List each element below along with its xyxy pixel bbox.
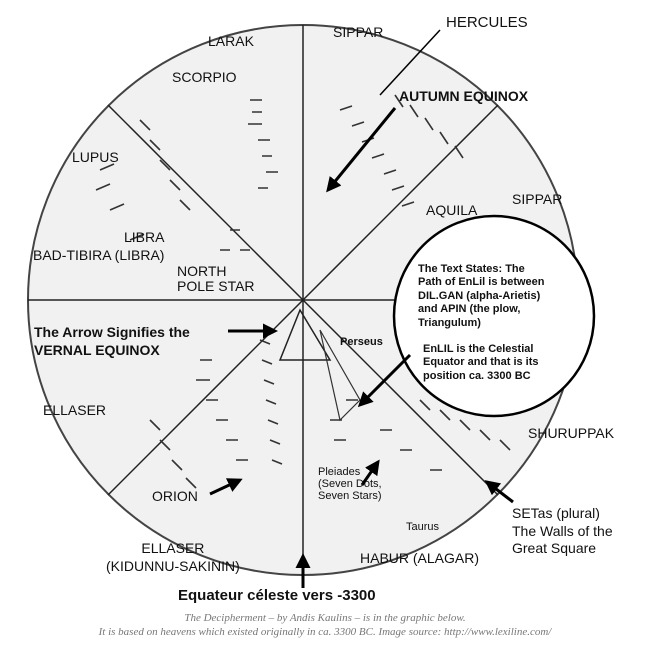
label-habur: HABUR (ALAGAR) bbox=[360, 550, 480, 566]
callout-text-states: The Text States: The Path of EnLil is be… bbox=[418, 263, 545, 329]
label-north-pole-star: NORTH POLE STAR bbox=[177, 263, 255, 295]
label-equateur: Equateur céleste vers -3300 bbox=[178, 587, 376, 604]
perseus-shape bbox=[319, 329, 361, 422]
label-hercules: HERCULES bbox=[446, 14, 528, 31]
label-lupus: LUPUS bbox=[72, 149, 119, 165]
annotation-arrows bbox=[209, 107, 514, 588]
label-shuruppak: SHURUPPAK bbox=[528, 425, 615, 441]
label-larak: LARAK bbox=[208, 33, 254, 49]
label-orion: ORION bbox=[152, 488, 198, 504]
caption: The Decipherment – by Andis Kaulins – is… bbox=[0, 611, 650, 640]
label-sippar-top: SIPPAR bbox=[333, 24, 384, 40]
label-aquila: AQUILA bbox=[426, 202, 478, 218]
label-ellaser-left: ELLASER bbox=[43, 402, 107, 418]
callout-enlil: EnLIL is the Celestial Equator and that … bbox=[423, 343, 539, 382]
label-pleiades: Pleiades (Seven Dots, Seven Stars) bbox=[318, 466, 382, 503]
hercules-pointer bbox=[379, 29, 441, 96]
callout-circle bbox=[392, 214, 596, 418]
label-sippar-right: SIPPAR bbox=[512, 191, 563, 207]
label-scorpio: SCORPIO bbox=[172, 69, 237, 85]
label-taurus: Taurus bbox=[406, 521, 440, 533]
label-autumn-equinox: AUTUMN EQUINOX bbox=[399, 88, 529, 104]
caption-line-2: It is based on heavens which existed ori… bbox=[98, 626, 552, 639]
label-arrow-signifies: The Arrow Signifies the VERNAL EQUINOX bbox=[34, 324, 190, 358]
label-bad-tibira: BAD-TIBIRA (LIBRA) bbox=[33, 247, 165, 263]
label-ellaser-bottom: ELLASER (KIDUNNU-SAKININ) bbox=[106, 540, 240, 574]
caption-line-1: The Decipherment – by Andis Kaulins – is… bbox=[184, 612, 466, 624]
triangulum-shape bbox=[278, 308, 332, 361]
label-perseus: Perseus bbox=[340, 336, 383, 348]
label-setas: SETas (plural) The Walls of the Great Sq… bbox=[512, 505, 613, 556]
label-libra: LIBRA bbox=[124, 229, 165, 245]
